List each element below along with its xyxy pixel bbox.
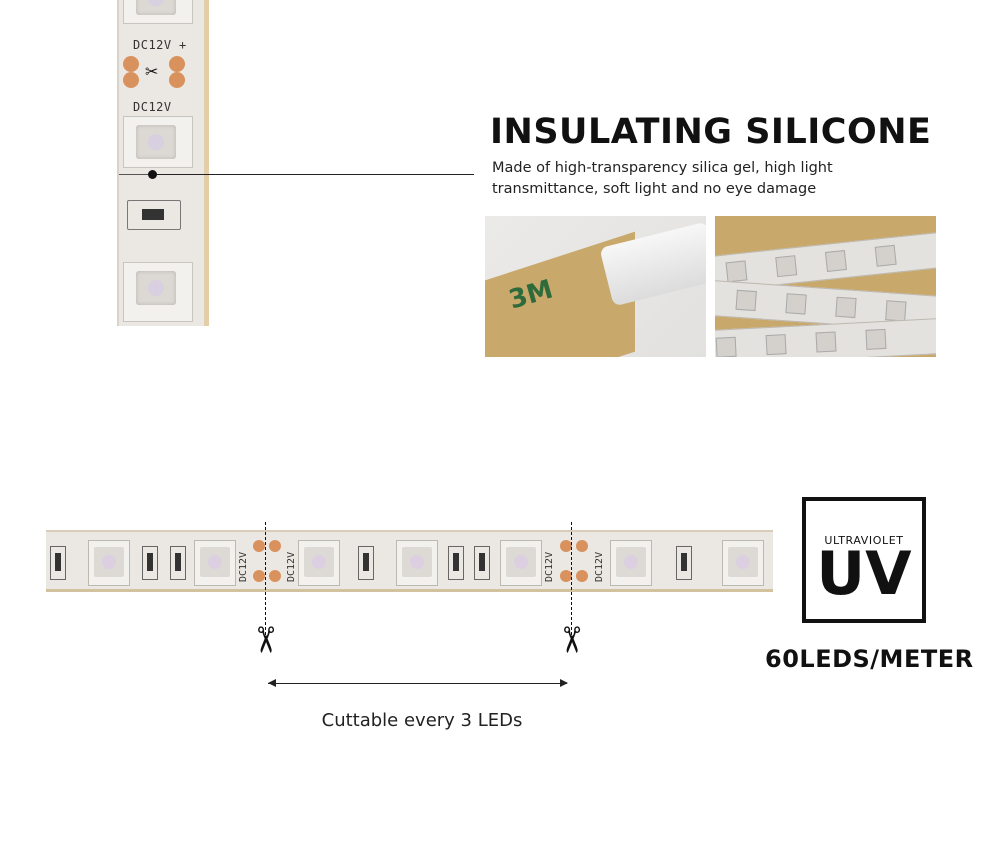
leader-dot: [148, 170, 157, 179]
description-line: transmittance, soft light and no eye dam…: [492, 181, 817, 197]
feature-title: INSULATING SILICONE: [490, 112, 932, 152]
vertical-led-strip: DC12V + ✂ DC12V: [117, 0, 209, 326]
solder-pad: [253, 540, 265, 552]
coil-segment: [715, 317, 936, 357]
resistor: [448, 546, 464, 580]
solder-pad: [123, 72, 139, 88]
solder-pad: [269, 540, 281, 552]
solder-pad: [576, 540, 588, 552]
description-line: Made of high-transparency silica gel, hi…: [492, 160, 833, 176]
feature-description: Made of high-transparency silica gel, hi…: [492, 158, 912, 200]
arrow-right-icon: [560, 679, 568, 687]
solder-pad: [169, 72, 185, 88]
scissor-icon: ✂: [244, 624, 286, 656]
dimension-line: [268, 683, 567, 684]
cut-line: [571, 522, 572, 640]
led-chip: [123, 0, 193, 24]
cut-interval-label: Cuttable every 3 LEDs: [321, 710, 523, 731]
silicone-strip-end: [599, 221, 706, 307]
led-chip: [298, 540, 340, 586]
voltage-label: DC12V: [238, 551, 249, 582]
solder-pad: [576, 570, 588, 582]
led-chip: [610, 540, 652, 586]
resistor: [142, 546, 158, 580]
horizontal-led-strip: DC12V DC12V DC12V DC12V: [46, 530, 773, 592]
leader-line: [119, 174, 148, 175]
scissor-icon: ✂: [550, 624, 592, 656]
solder-pad: [560, 540, 572, 552]
led-density: 60LEDS/METER: [765, 645, 974, 673]
resistor: [474, 546, 490, 580]
solder-pad: [123, 56, 139, 72]
uv-badge-caption: ULTRAVIOLET: [824, 534, 904, 547]
resistor: [50, 546, 66, 580]
cut-line: [265, 522, 266, 640]
uv-badge-text: UV: [816, 539, 912, 609]
led-chip: [88, 540, 130, 586]
led-chip: [722, 540, 764, 586]
solder-pad: [169, 56, 185, 72]
coiled-strip-photo: [715, 216, 936, 357]
voltage-label: DC12V: [544, 551, 555, 582]
resistor: [676, 546, 692, 580]
adhesive-tape-photo: 3M: [485, 216, 706, 357]
solder-pad: [253, 570, 265, 582]
resistor: [170, 546, 186, 580]
resistor: [358, 546, 374, 580]
led-chip: [123, 262, 193, 322]
led-chip: [500, 540, 542, 586]
led-chip: [123, 116, 193, 168]
solder-pad: [560, 570, 572, 582]
leader-line: [152, 174, 474, 175]
voltage-label: DC12V: [594, 551, 605, 582]
arrow-left-icon: [268, 679, 276, 687]
voltage-label: DC12V: [133, 38, 172, 52]
resistor: [127, 200, 181, 230]
led-chip: [194, 540, 236, 586]
voltage-label: DC12V: [133, 100, 172, 114]
led-chip: [396, 540, 438, 586]
voltage-label: DC12V: [286, 551, 297, 582]
uv-badge: ULTRAVIOLET UV: [802, 497, 926, 623]
plus-label: +: [179, 38, 187, 52]
solder-pad: [269, 570, 281, 582]
scissor-icon: ✂: [145, 62, 159, 81]
